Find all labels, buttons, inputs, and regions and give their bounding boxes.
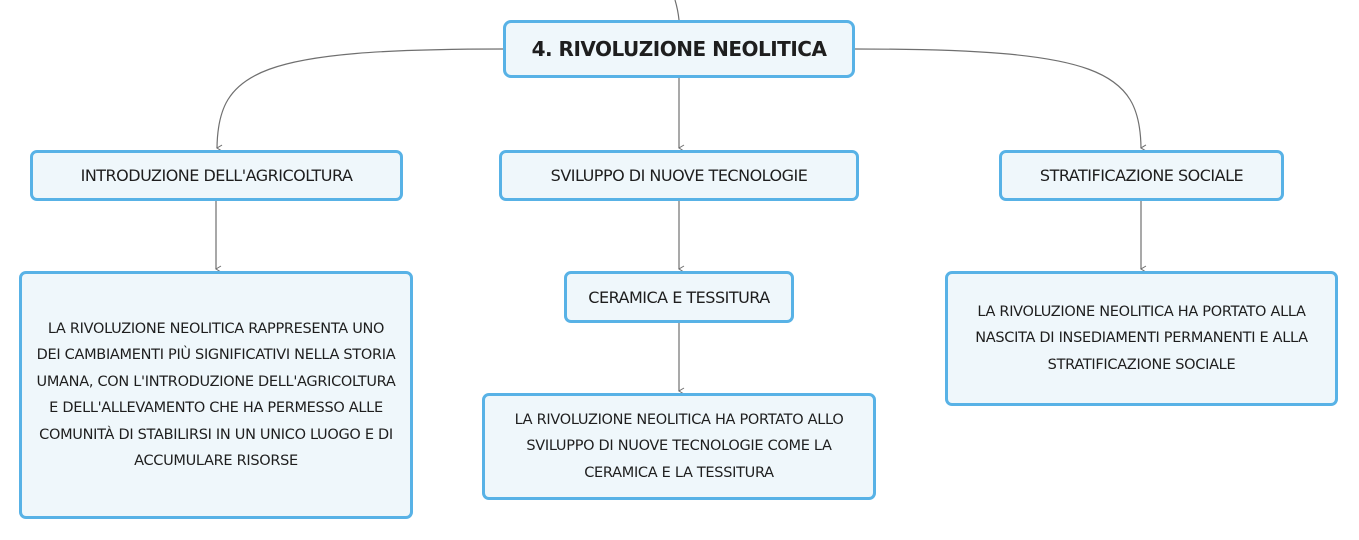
detail-tecnologie-node[interactable]: LA RIVOLUZIONE NEOLITICA HA PORTATO ALLO… bbox=[482, 393, 876, 500]
topic-introduzione-agricoltura[interactable]: INTRODUZIONE DELL'AGRICOLTURA bbox=[30, 150, 403, 201]
topic-label: STRATIFICAZIONE SOCIALE bbox=[1039, 166, 1244, 185]
topic-label: SVILUPPO DI NUOVE TECNOLOGIE bbox=[550, 166, 808, 185]
topic-stratificazione-sociale[interactable]: STRATIFICAZIONE SOCIALE bbox=[999, 150, 1284, 201]
detail-stratificazione-node[interactable]: LA RIVOLUZIONE NEOLITICA HA PORTATO ALLA… bbox=[945, 271, 1338, 406]
root-topic-node[interactable]: 4. RIVOLUZIONE NEOLITICA bbox=[503, 20, 855, 78]
detail-text: LA RIVOLUZIONE NEOLITICA HA PORTATO ALLO… bbox=[514, 411, 844, 481]
connector-root-to-agriculture bbox=[216, 48, 504, 152]
topic-label: INTRODUZIONE DELL'AGRICOLTURA bbox=[80, 166, 353, 185]
incoming-connector bbox=[674, 0, 680, 21]
subtopic-label: CERAMICA E TESSITURA bbox=[588, 287, 770, 307]
topic-sviluppo-nuove-tecnologie[interactable]: SVILUPPO DI NUOVE TECNOLOGIE bbox=[499, 150, 859, 201]
subtopic-ceramica-tessitura[interactable]: CERAMICA E TESSITURA bbox=[564, 271, 794, 323]
root-topic-label: 4. RIVOLUZIONE NEOLITICA bbox=[531, 37, 827, 61]
detail-agricoltura-node[interactable]: LA RIVOLUZIONE NEOLITICA RAPPRESENTA UNO… bbox=[19, 271, 413, 519]
connector-root-to-stratification bbox=[854, 48, 1147, 152]
detail-text: LA RIVOLUZIONE NEOLITICA RAPPRESENTA UNO… bbox=[36, 320, 396, 470]
detail-text: LA RIVOLUZIONE NEOLITICA HA PORTATO ALLA… bbox=[975, 303, 1308, 373]
